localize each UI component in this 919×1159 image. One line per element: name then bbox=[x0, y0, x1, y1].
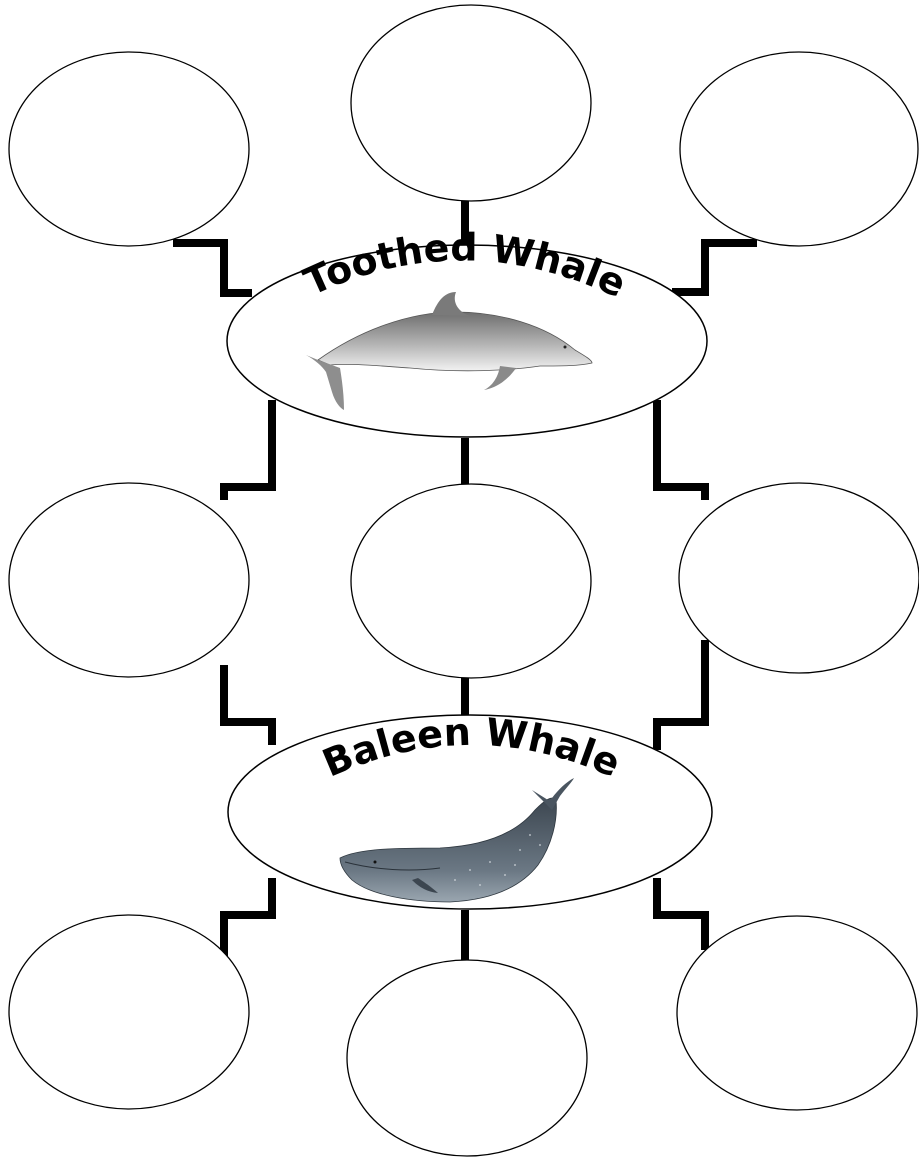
connector-mid-right bbox=[653, 400, 709, 750]
baleen-attribute-bubble-2[interactable] bbox=[346, 959, 588, 1157]
whale-icon bbox=[339, 778, 574, 903]
connector-bottom-right bbox=[653, 878, 709, 950]
connector-top-left bbox=[173, 239, 252, 297]
connector-top-right bbox=[672, 239, 757, 296]
baleen-attribute-bubble-3[interactable] bbox=[676, 915, 918, 1111]
connector-bottom-left bbox=[220, 878, 276, 958]
shared-attribute-bubble-2[interactable] bbox=[350, 483, 592, 679]
baleen-whale-node: Baleen Whale bbox=[227, 710, 713, 910]
baleen-attribute-bubble-1[interactable] bbox=[8, 914, 250, 1110]
toothed-attribute-bubble-1[interactable] bbox=[8, 51, 250, 247]
connector-mid-left bbox=[220, 400, 276, 745]
toothed-attribute-bubble-2[interactable] bbox=[350, 4, 592, 202]
connector-lines bbox=[173, 198, 757, 962]
dolphin-icon bbox=[306, 292, 593, 410]
shared-attribute-bubble-3[interactable] bbox=[678, 482, 919, 674]
toothed-whale-node: Toothed Whale bbox=[226, 225, 708, 438]
toothed-attribute-bubble-3[interactable] bbox=[679, 51, 919, 247]
shared-attribute-bubble-1[interactable] bbox=[8, 482, 250, 678]
